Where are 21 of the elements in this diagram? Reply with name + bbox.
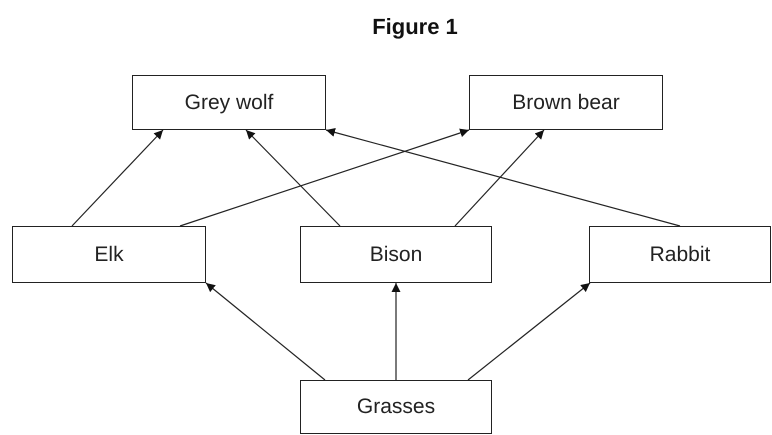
species-name: Grasses: [356, 395, 436, 419]
species-name: Bison: [370, 242, 422, 266]
species-name: Grey wolf: [184, 90, 274, 114]
species-name: Elk: [94, 242, 124, 266]
arrow: [246, 130, 340, 226]
arrow: [72, 130, 164, 226]
figure-title: Figure 1: [371, 14, 459, 40]
arrow: [326, 128, 680, 227]
species-box: [300, 226, 492, 283]
species-box: [132, 75, 326, 130]
species-name: Brown bear: [512, 90, 620, 114]
arrow: [392, 283, 400, 380]
arrow: [454, 130, 544, 226]
arrow: [468, 282, 590, 380]
species-box: [12, 226, 206, 283]
species-name: Rabbit: [650, 242, 710, 266]
arrow: [180, 128, 470, 227]
arrow: [206, 282, 326, 380]
species-box: [589, 226, 771, 283]
species-box: [469, 75, 663, 130]
species-box: [300, 380, 492, 434]
